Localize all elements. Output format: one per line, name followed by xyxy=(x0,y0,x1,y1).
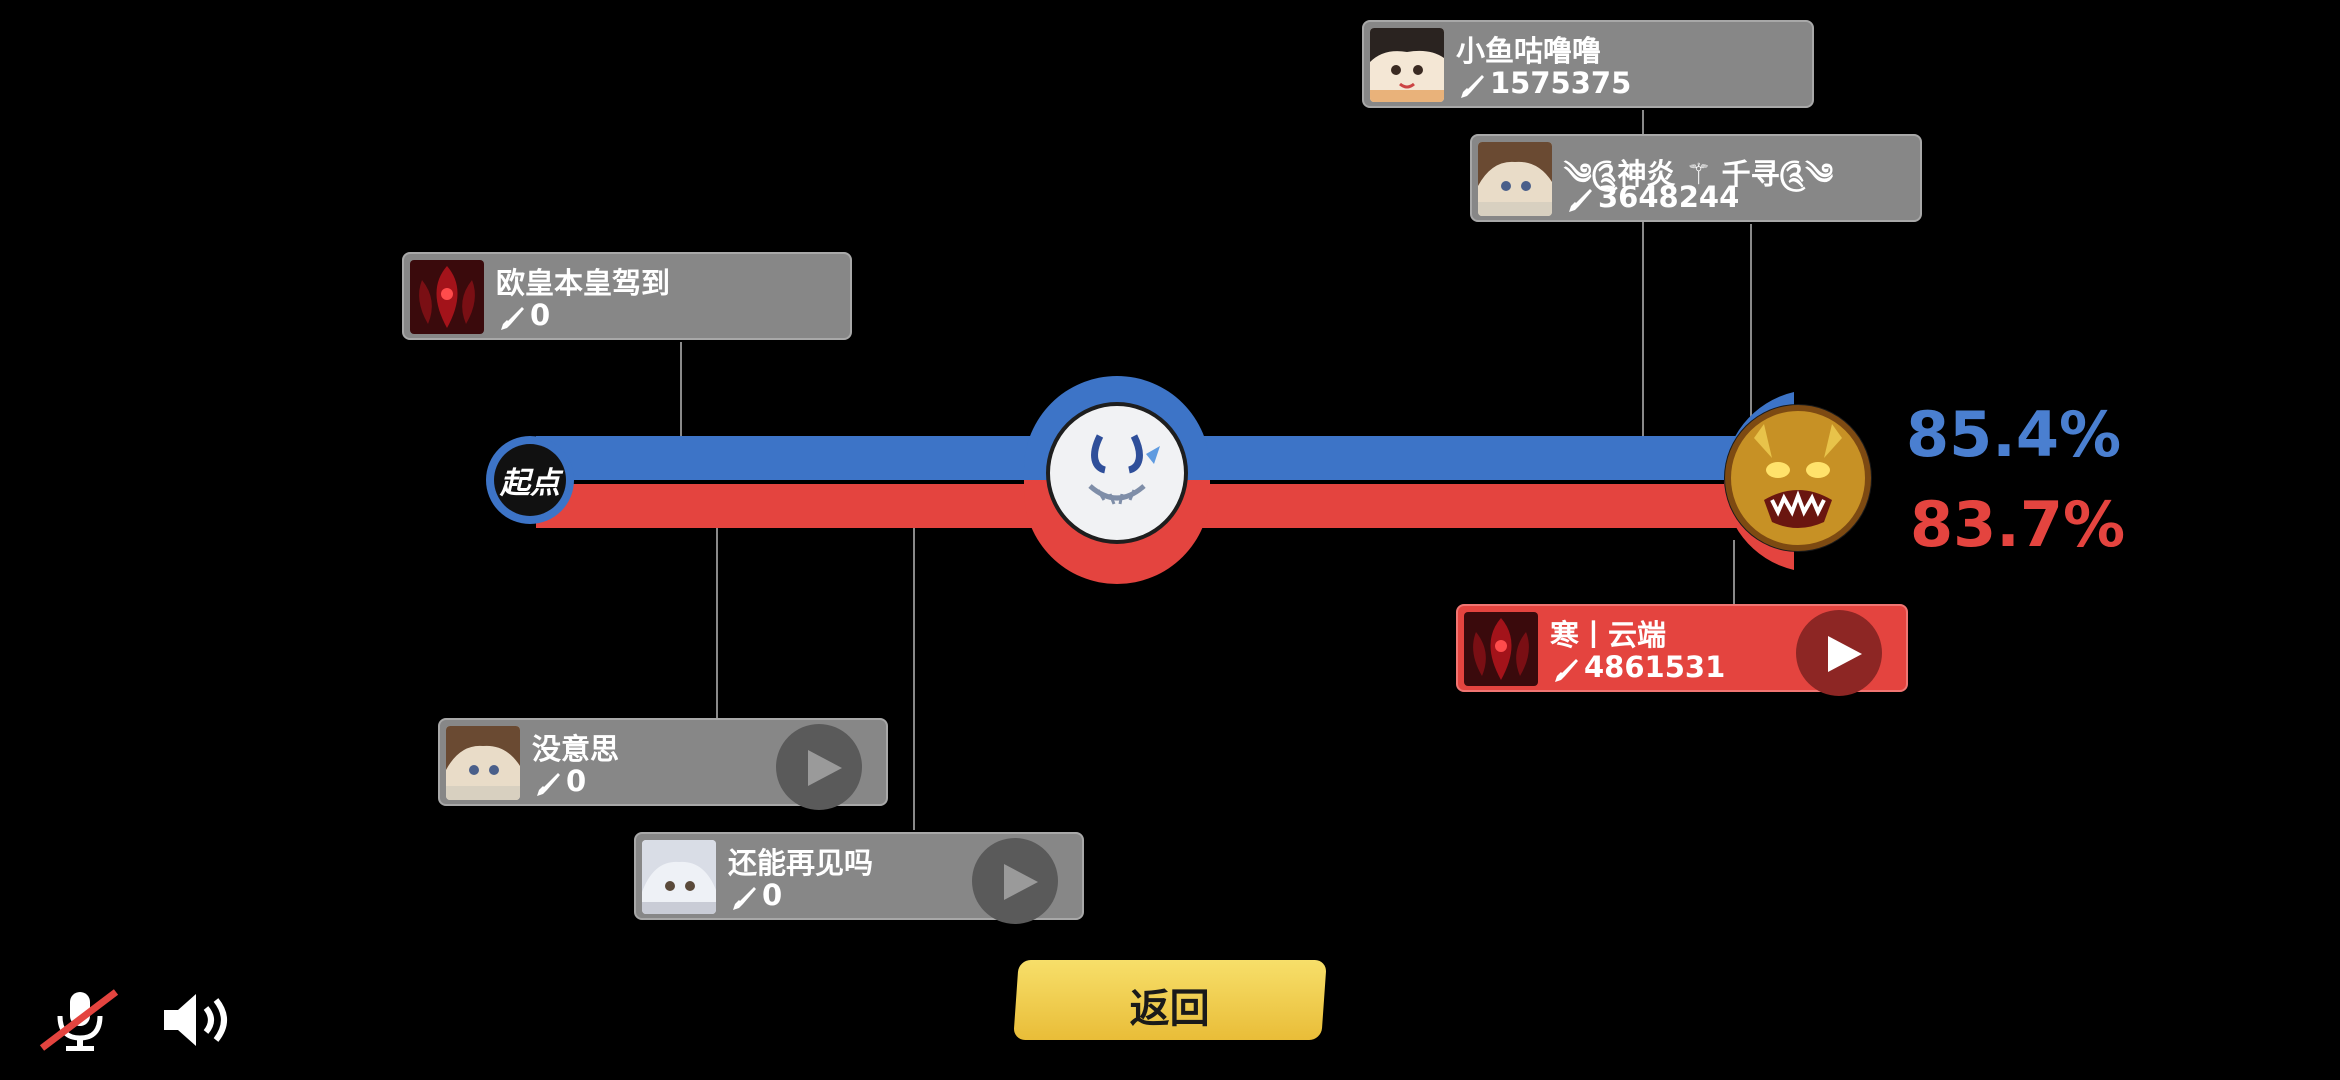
player-avatar xyxy=(1370,28,1444,102)
connector-line xyxy=(1750,224,1752,436)
start-label: 起点 xyxy=(500,466,560,501)
replay-play-button[interactable] xyxy=(776,724,862,810)
player-score: 1575375 xyxy=(1490,66,1632,100)
player-score: 3648244 xyxy=(1598,180,1740,214)
connector-line xyxy=(913,484,915,830)
play-icon xyxy=(1828,636,1862,672)
player-card[interactable]: 欧皇本皇驾到 0 xyxy=(402,252,852,340)
player-card[interactable]: 没意思 0 xyxy=(438,718,888,810)
boss-avatar xyxy=(1724,404,1872,552)
player-avatar xyxy=(642,840,716,914)
play-icon xyxy=(808,750,842,786)
player-name: 还能再见吗 xyxy=(728,846,874,880)
return-button-label: 返回 xyxy=(1129,986,1210,1032)
player-card[interactable]: 小鱼咕噜噜 1575375 xyxy=(1362,20,1814,108)
speaker-icon[interactable] xyxy=(160,990,236,1050)
player-name: 寒丨云端 xyxy=(1550,618,1667,652)
sword-icon xyxy=(1569,189,1592,212)
player-score: 4861531 xyxy=(1584,650,1726,684)
checkpoint-node xyxy=(1024,376,1210,584)
connector-line xyxy=(680,342,682,438)
start-node: 起点 xyxy=(486,436,574,524)
player-score: 0 xyxy=(566,764,587,798)
sword-icon xyxy=(733,887,756,910)
player-avatar xyxy=(1464,612,1538,686)
sword-icon xyxy=(537,773,560,796)
sword-icon xyxy=(501,307,524,330)
return-button[interactable]: 返回 xyxy=(1013,960,1327,1040)
connector-line xyxy=(1642,110,1644,436)
player-card[interactable]: 还能再见吗 0 xyxy=(634,832,1084,924)
player-score: 0 xyxy=(530,298,551,332)
player-avatar xyxy=(1478,142,1552,216)
red-progress-percent: 83.7% xyxy=(1910,488,2126,561)
player-name: 小鱼咕噜噜 xyxy=(1456,34,1602,68)
connector-line xyxy=(1733,540,1735,606)
blue-progress-percent: 85.4% xyxy=(1906,398,2122,471)
player-avatar xyxy=(446,726,520,800)
player-card[interactable]: 寒丨云端 4861531 xyxy=(1456,604,1908,696)
player-score: 0 xyxy=(762,878,783,912)
ghost-icon xyxy=(1046,402,1188,544)
player-name: 欧皇本皇驾到 xyxy=(496,266,671,300)
player-name: 没意思 xyxy=(532,732,620,766)
player-name: ༄༊神炎 ⚚ 千寻༊༄ xyxy=(1564,157,1834,191)
replay-play-button[interactable] xyxy=(972,838,1058,924)
mic-muted-icon[interactable] xyxy=(34,986,124,1056)
sword-icon xyxy=(1555,659,1578,682)
connector-line xyxy=(716,484,718,720)
replay-play-button[interactable] xyxy=(1796,610,1882,696)
play-icon xyxy=(1004,864,1038,900)
player-avatar xyxy=(410,260,484,334)
player-card[interactable]: ༄༊神炎 ⚚ 千寻༊༄ 3648244 xyxy=(1470,134,1922,222)
sword-icon xyxy=(1461,75,1484,98)
